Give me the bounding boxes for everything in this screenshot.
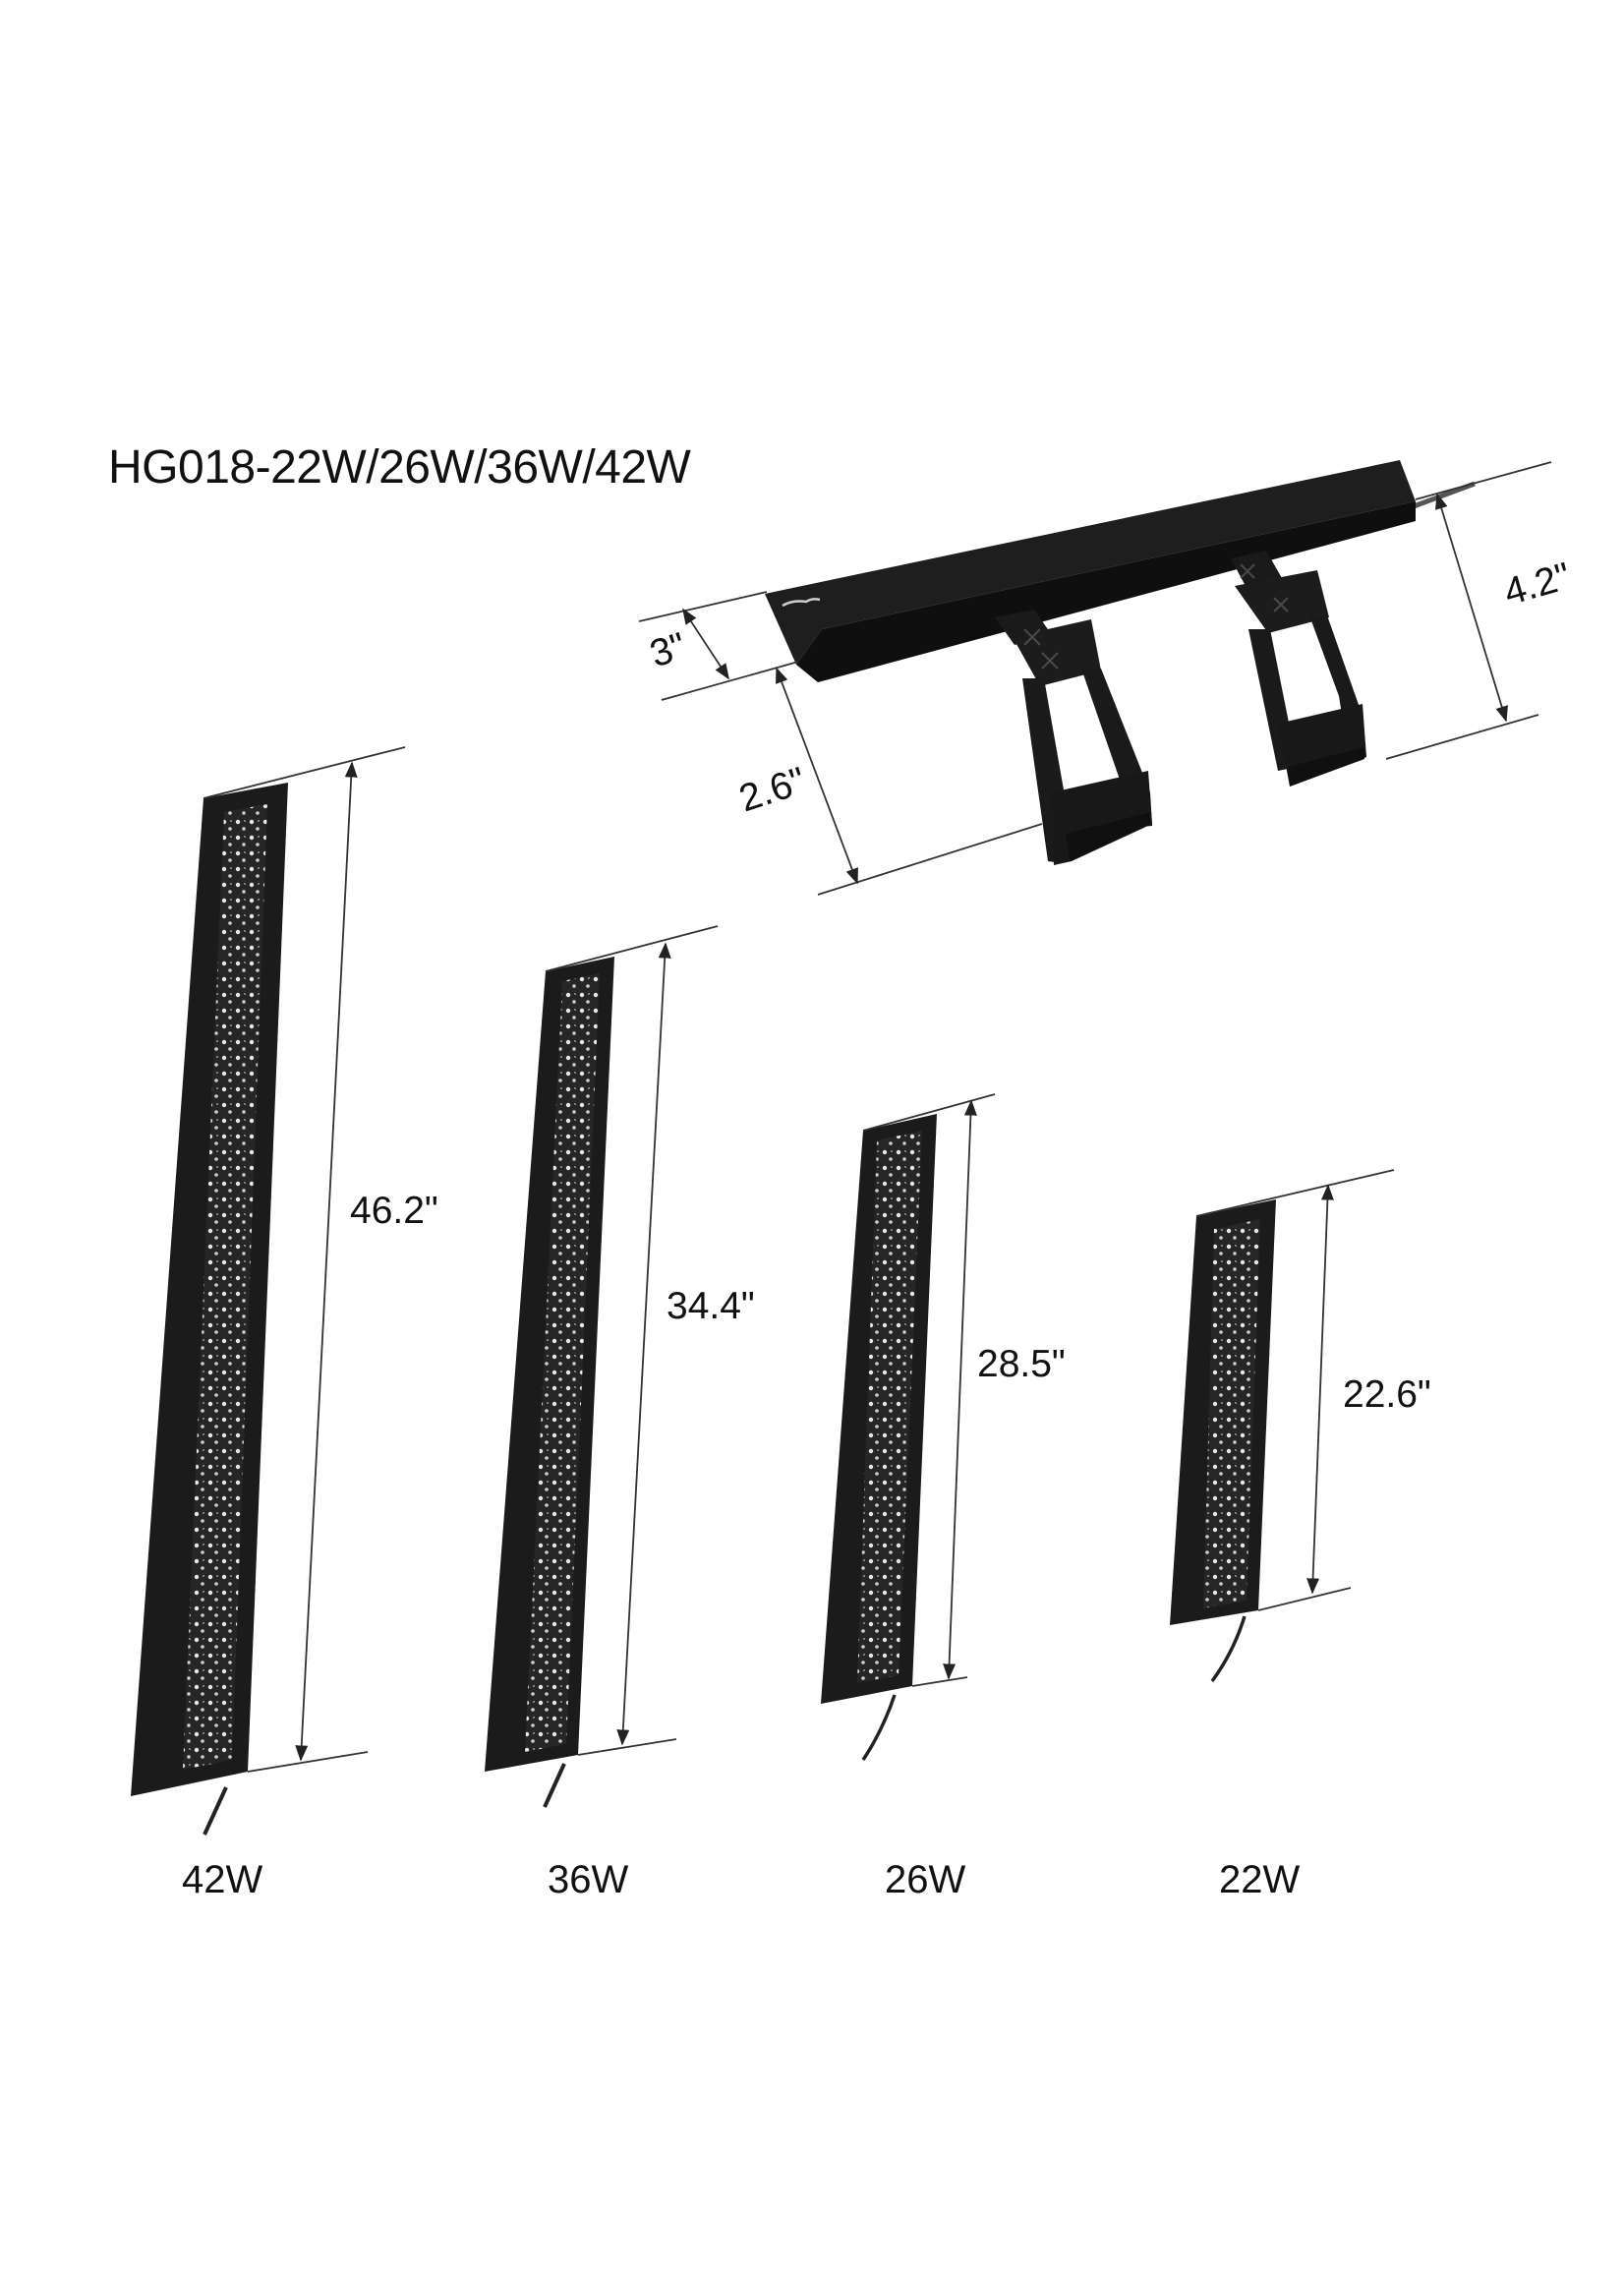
side-view-dimension-lines — [638, 461, 1552, 896]
model-label-42w: 42W — [182, 1858, 263, 1901]
length-label-36w: 34.4" — [667, 1285, 755, 1327]
length-label-22w: 22.6" — [1343, 1373, 1431, 1416]
fixture-26w — [821, 1093, 996, 1761]
mounting-bracket-left — [995, 610, 1152, 865]
fixture-22w — [1170, 1169, 1395, 1683]
mounting-bracket-right — [1231, 551, 1366, 787]
light-bar-front — [796, 501, 1416, 682]
brand-logo-icon — [782, 598, 821, 608]
length-label-42w: 46.2" — [350, 1190, 438, 1232]
light-bar-top — [765, 460, 1416, 665]
side-view-fixture — [765, 460, 1476, 865]
fixture-36w — [485, 925, 719, 1808]
fixture-42w — [131, 746, 406, 1836]
product-title: HG018-22W/26W/36W/42W — [108, 441, 691, 494]
model-label-22w: 22W — [1219, 1858, 1301, 1901]
model-label-26w: 26W — [885, 1858, 966, 1901]
length-label-26w: 28.5" — [977, 1343, 1066, 1385]
model-label-36w: 36W — [548, 1858, 629, 1901]
